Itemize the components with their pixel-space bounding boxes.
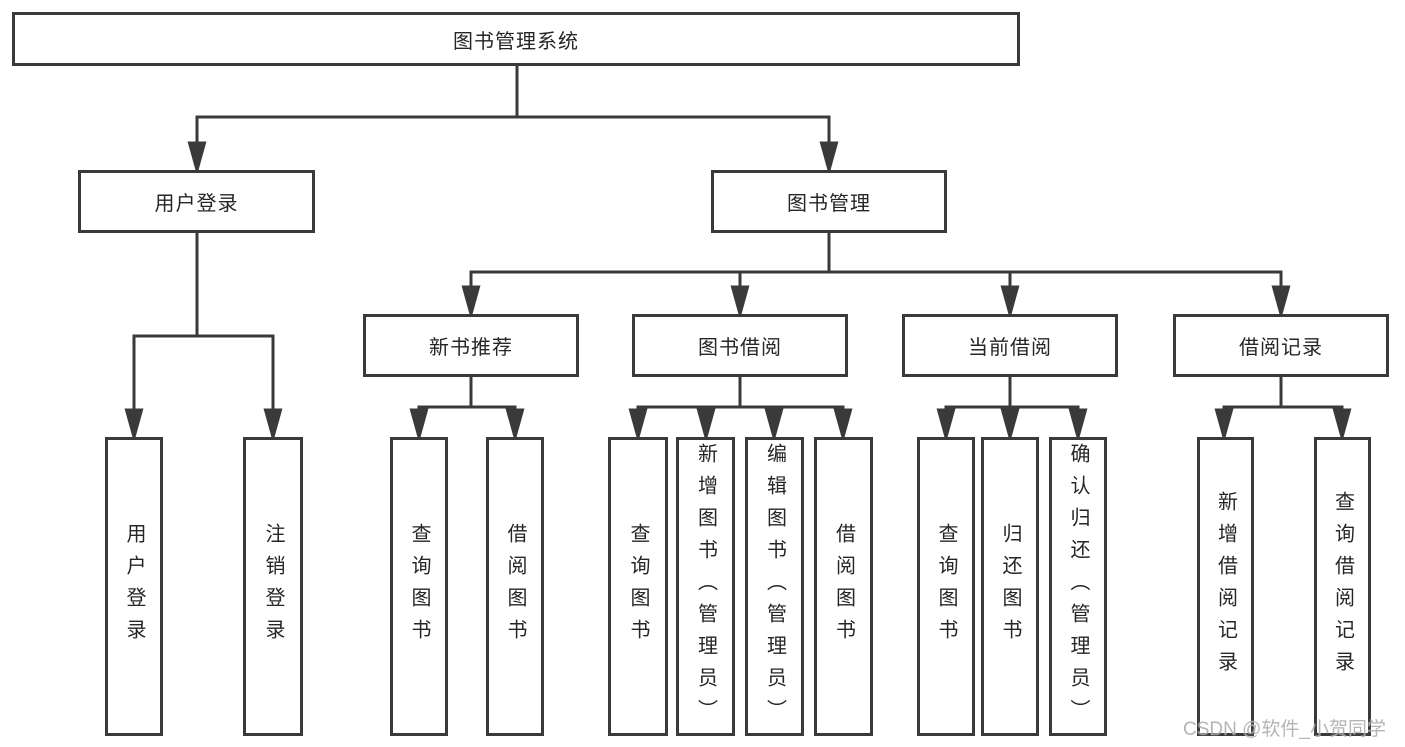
leaf-label: 确认归还（管理员） [1067,442,1089,731]
leaf-label: 查询借阅记录 [1331,490,1354,683]
node-current-borrowing: 当前借阅 [902,314,1118,377]
node-label: 图书借阅 [698,337,782,359]
leaf-user-login: 用户登录 [105,437,163,736]
leaf-label: 查询图书 [627,522,649,651]
node-root-system: 图书管理系统 [12,12,1020,66]
leaf-label: 查询图书 [935,522,957,651]
leaf-edit-book-admin: 编辑图书（管理员） [745,437,804,736]
node-label: 图书管理 [787,193,871,215]
node-label: 借阅记录 [1239,337,1323,359]
leaf-query-borrow-record: 查询借阅记录 [1314,437,1371,736]
leaf-logout: 注销登录 [243,437,303,736]
leaf-label: 查询图书 [408,522,430,651]
leaf-query-books-borrow: 查询图书 [608,437,668,736]
leaf-label: 借阅图书 [832,522,855,651]
node-borrowing-records: 借阅记录 [1173,314,1389,377]
node-user-login-module: 用户登录 [78,170,315,233]
leaf-add-borrow-record: 新增借阅记录 [1197,437,1254,736]
node-book-management-module: 图书管理 [711,170,947,233]
node-book-borrowing: 图书借阅 [632,314,848,377]
leaf-label: 归还图书 [999,522,1021,651]
leaf-label: 编辑图书（管理员） [763,442,786,731]
leaf-label: 新增借阅记录 [1214,490,1237,683]
leaf-borrow-books-recommend: 借阅图书 [486,437,544,736]
leaf-borrow-books: 借阅图书 [814,437,873,736]
leaf-label: 注销登录 [262,522,284,651]
leaf-label: 用户登录 [123,522,145,651]
node-root-label: 图书管理系统 [453,30,579,53]
node-label: 当前借阅 [968,337,1052,359]
node-new-book-recommend: 新书推荐 [363,314,579,377]
csdn-watermark: CSDN @软件_小贺同学 [1183,719,1386,740]
node-label: 用户登录 [154,193,239,215]
leaf-confirm-return-admin: 确认归还（管理员） [1049,437,1107,736]
leaf-add-book-admin: 新增图书（管理员） [676,437,735,736]
leaf-query-books-current: 查询图书 [917,437,975,736]
leaf-query-books-recommend: 查询图书 [390,437,448,736]
leaf-label: 新增图书（管理员） [694,442,717,731]
leaf-label: 借阅图书 [504,522,526,651]
leaf-return-book: 归还图书 [981,437,1039,736]
node-label: 新书推荐 [429,337,513,359]
